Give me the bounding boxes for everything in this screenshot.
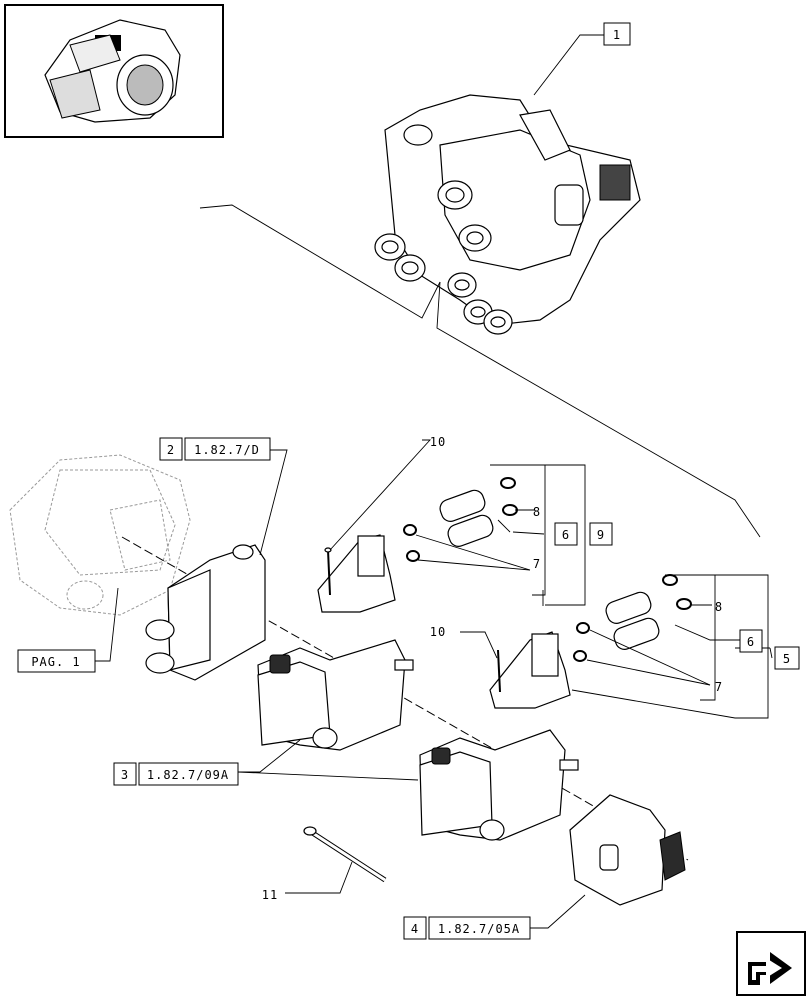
callout-6-upper: 6 <box>554 522 578 546</box>
callout-10-lower: 10 <box>430 625 446 639</box>
callout-5: 5 <box>774 646 800 670</box>
callout-7-upper: 7 <box>533 557 541 571</box>
svg-text:4: 4 <box>411 922 419 936</box>
svg-text:1.82.7/D: 1.82.7/D <box>194 443 260 457</box>
reference-lines <box>199 34 761 538</box>
callout-pag: PAG. 1 <box>17 649 96 673</box>
svg-text:5: 5 <box>783 652 791 666</box>
svg-text:1.82.7/05A: 1.82.7/05A <box>438 922 520 936</box>
main-assembly-couplers <box>374 180 513 335</box>
control-valve-section-upper <box>257 639 414 751</box>
control-valve-section-lower <box>419 729 579 841</box>
end-cover-block <box>569 794 686 906</box>
callout-2: 2 1.82.7/D <box>159 437 271 461</box>
callout-3: 3 1.82.7/09A <box>113 762 239 786</box>
svg-text:6: 6 <box>747 635 755 649</box>
callout-8-upper: 8 <box>533 505 541 519</box>
svg-text:3: 3 <box>121 768 129 782</box>
svg-text:9: 9 <box>597 528 605 542</box>
callout-10-upper: 10 <box>430 435 446 449</box>
callout-11: 11 <box>262 888 278 902</box>
svg-text:6: 6 <box>562 528 570 542</box>
coupler-set-lower <box>489 574 692 709</box>
callout-7-lower: 7 <box>715 680 723 694</box>
svg-text:PAG. 1: PAG. 1 <box>31 655 80 669</box>
callout-6-lower: 6 <box>739 629 763 653</box>
tractor-housing-thumbnail <box>44 19 181 123</box>
inlet-cover-block <box>145 544 266 681</box>
main-valve-assembly <box>374 94 641 335</box>
ghost-rear-housing <box>9 454 191 616</box>
tie-rod <box>303 826 387 883</box>
callout-1-text: 1 <box>613 28 621 42</box>
thumbnail-frame <box>4 4 224 138</box>
svg-text:1.82.7/09A: 1.82.7/09A <box>147 768 229 782</box>
coupler-set-upper <box>317 477 518 613</box>
callout-4: 4 1.82.7/05A <box>403 916 531 940</box>
callout-1: 1 <box>603 22 631 46</box>
callout-8-lower: 8 <box>715 600 723 614</box>
callout-9: 9 <box>589 522 613 546</box>
svg-text:2: 2 <box>167 443 175 457</box>
next-page-arrow-icon[interactable] <box>736 931 806 996</box>
